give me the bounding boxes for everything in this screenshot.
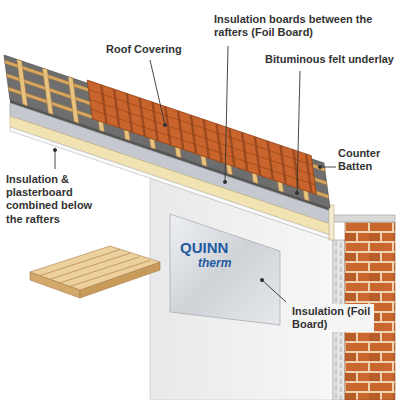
leader-dot (53, 148, 56, 151)
leader-line (55, 150, 56, 169)
roof-tiles (87, 80, 316, 194)
leader-dot (318, 165, 321, 168)
brand-logo: therm (198, 257, 231, 270)
bituminous-felt (4, 55, 330, 208)
wall-plate (333, 215, 395, 222)
callout-label: Bituminous felt underlay (263, 52, 396, 67)
tile-joints (88, 90, 315, 185)
leader-dot (260, 278, 263, 281)
leader-dot (163, 123, 166, 126)
leader-line (225, 46, 228, 182)
leader-line (297, 71, 300, 193)
roof-plane (4, 55, 330, 208)
fascia (329, 205, 334, 240)
wall-foil-board (170, 214, 280, 325)
leader-dot (223, 180, 226, 183)
floor-boards-part (40, 250, 150, 287)
leader-dot (295, 191, 298, 194)
callout-label: Insulation boards between the rafters (F… (212, 12, 381, 40)
callout-label: Counter Batten (336, 146, 396, 174)
tile-area (87, 80, 316, 194)
leader-line (262, 280, 286, 302)
tiling-battens-part (17, 59, 28, 106)
callout-label: Insulation (Foil Board) (290, 304, 374, 332)
brand-logo: QUINN (180, 240, 228, 257)
tiling-battens-part (68, 77, 79, 124)
leader-line (150, 60, 165, 125)
tiling-battens-part (42, 68, 53, 115)
floor-boards (30, 246, 160, 298)
callout-label: Roof Covering (104, 42, 184, 57)
leader-line (320, 167, 336, 168)
leader-lines (53, 46, 336, 302)
floor-boards-part (30, 246, 160, 290)
callout-label: Insulation & plasterboard combined below… (4, 172, 104, 227)
